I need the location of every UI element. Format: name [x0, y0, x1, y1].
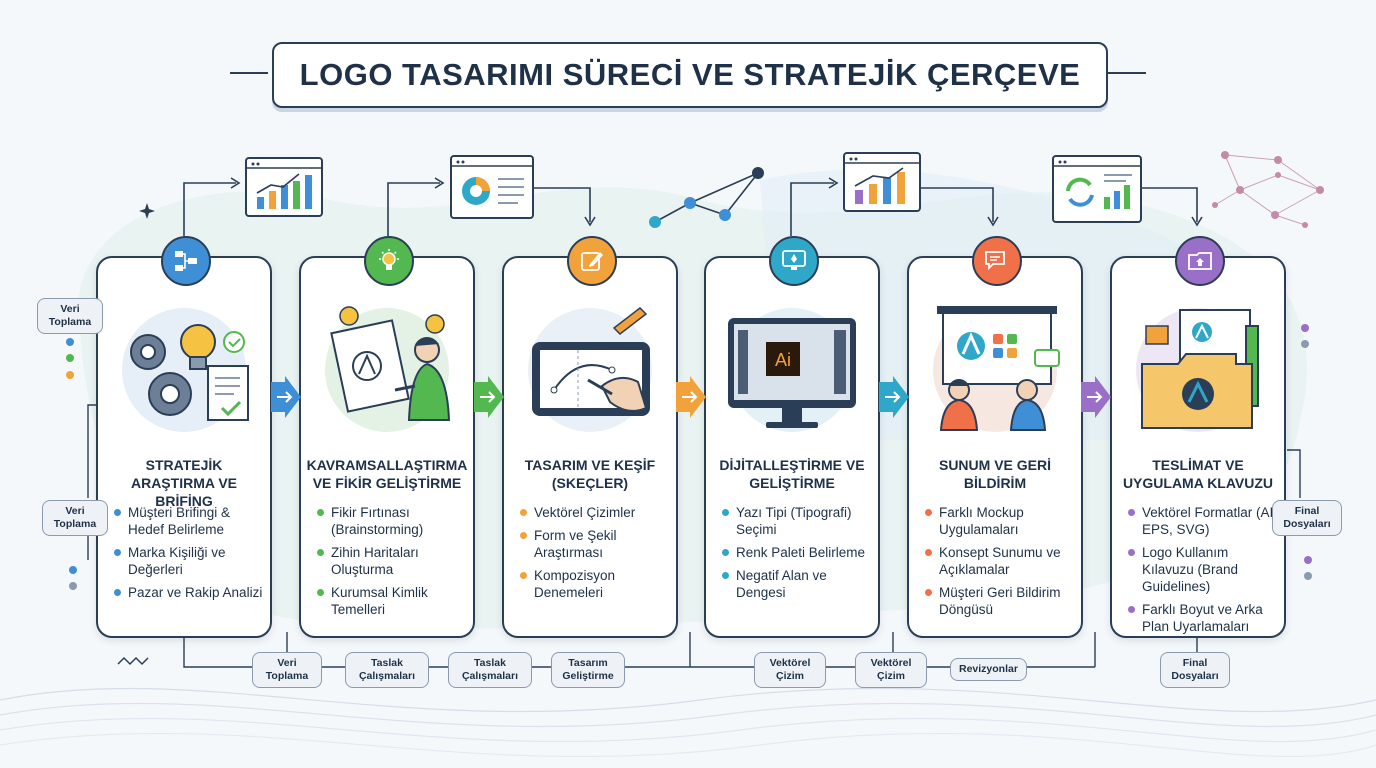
bottom-tag: Tasarım Geliştirme [551, 652, 625, 688]
list-item: Farklı Mockup Uygulamaları [919, 504, 1075, 538]
list-item: Kurumsal Kimlik Temelleri [311, 584, 467, 618]
list-item: Negatif Alan ve Dengesi [716, 567, 872, 601]
monitor-illustration: Ai [720, 290, 864, 440]
arrow-right-icon [676, 376, 706, 418]
lightbulb-icon [364, 236, 414, 286]
list-item: Konsept Sunumu ve Açıklamalar [919, 544, 1075, 578]
list-item: Yazı Tipi (Tipografi) Seçimi [716, 504, 872, 538]
step-title: STRATEJİK ARAŞTIRMA VE BRİFİNG [130, 457, 238, 509]
growth-chart-window-icon [843, 152, 921, 212]
list-item: Müşteri Brifingi & Hedef Belirleme [108, 504, 264, 538]
list-item: Farklı Boyut ve Arka Plan Uyarlamaları [1122, 601, 1278, 635]
list-item: Zihin Haritaları Oluşturma [311, 544, 467, 578]
arrow-right-icon [1081, 376, 1111, 418]
step-card-delivery: TESLİMAT VE UYGULAMA KLAVUZU Vektörel Fo… [1110, 256, 1286, 638]
list-item: Vektörel Formatlar (AI, EPS, SVG) [1122, 504, 1278, 538]
list-item: Müşteri Geri Bildirim Döngüsü [919, 584, 1075, 618]
flowchart-icon [161, 236, 211, 286]
bottom-tag: Vektörel Çizim [754, 652, 826, 688]
step-title: TESLİMAT VE UYGULAMA KLAVUZU [1122, 457, 1274, 491]
step-card-research: STRATEJİK ARAŞTIRMA VE BRİFİNG Müşteri B… [96, 256, 272, 638]
list-item: Fikir Fırtınası (Brainstorming) [311, 504, 467, 538]
list-item: Form ve Şekil Araştırması [514, 527, 670, 561]
list-item: Pazar ve Rakip Analizi [108, 584, 264, 601]
side-tag-data-collection: Veri Toplama [42, 500, 108, 536]
step-title: KAVRAMSALLAŞTIRMA VE FİKİR GELİŞTİRME [306, 457, 468, 491]
research-illustration [112, 290, 256, 440]
list-item: Marka Kişiliği ve Değerleri [108, 544, 264, 578]
step-card-digital: Ai DİJİTALLEŞTİRME VE GELİŞTİRME Yazı Ti… [704, 256, 880, 638]
side-tag-data-collection-top: Veri Toplama [37, 298, 103, 334]
list-item: Renk Paleti Belirleme [716, 544, 872, 561]
pencil-edit-icon [567, 236, 617, 286]
side-tag-final-files: Final Dosyaları [1272, 500, 1342, 536]
step-card-sketch: TASARIM VE KEŞİF (SKEÇLER) Vektörel Çizi… [502, 256, 678, 638]
monitor-pen-icon [769, 236, 819, 286]
tablet-sketch-illustration [518, 290, 662, 440]
step-item-list: Vektörel Formatlar (AI, EPS, SVG) Logo K… [1122, 504, 1278, 641]
folder-illustration [1126, 290, 1270, 440]
title-banner: LOGO TASARIMI SÜRECİ VE STRATEJİK ÇERÇEV… [272, 42, 1108, 108]
arrow-right-icon [271, 376, 301, 418]
ai-software-label: Ai [775, 350, 791, 370]
list-item: Logo Kullanım Kılavuzu (Brand Guidelines… [1122, 544, 1278, 595]
refresh-chart-window-icon [1052, 155, 1142, 223]
step-item-list: Farklı Mockup Uygulamaları Konsept Sunum… [919, 504, 1075, 624]
bottom-tag: Revizyonlar [950, 658, 1027, 681]
list-item: Vektörel Çizimler [514, 504, 670, 521]
list-item: Kompozisyon Denemeleri [514, 567, 670, 601]
bottom-tag: Vektörel Çizim [855, 652, 927, 688]
step-card-presentation: SUNUM VE GERİ BİLDİRİM Farklı Mockup Uyg… [907, 256, 1083, 638]
step-item-list: Yazı Tipi (Tipografi) Seçimi Renk Paleti… [716, 504, 872, 607]
arrow-right-icon [879, 376, 909, 418]
arrow-right-icon [474, 376, 504, 418]
bottom-tag: Taslak Çalışmaları [345, 652, 429, 688]
folder-icon [1175, 236, 1225, 286]
pie-chart-window-icon [450, 155, 534, 219]
brainstorm-illustration [315, 290, 459, 440]
step-item-list: Fikir Fırtınası (Brainstorming) Zihin Ha… [311, 504, 467, 624]
presentation-illustration [923, 290, 1067, 440]
step-title: SUNUM VE GERİ BİLDİRİM [938, 457, 1051, 491]
step-title: DİJİTALLEŞTİRME VE GELİŞTİRME [719, 457, 865, 491]
bottom-tag: Taslak Çalışmaları [448, 652, 532, 688]
chat-bubble-icon [972, 236, 1022, 286]
step-item-list: Vektörel Çizimler Form ve Şekil Araştırm… [514, 504, 670, 607]
step-item-list: Müşteri Brifingi & Hedef Belirleme Marka… [108, 504, 264, 607]
step-title: TASARIM VE KEŞİF (SKEÇLER) [524, 457, 656, 491]
bottom-tag: Veri Toplama [252, 652, 322, 688]
page-title: LOGO TASARIMI SÜRECİ VE STRATEJİK ÇERÇEV… [299, 57, 1081, 92]
bar-chart-window-icon [245, 157, 323, 217]
step-card-concept: KAVRAMSALLAŞTIRMA VE FİKİR GELİŞTİRME Fi… [299, 256, 475, 638]
bottom-tag: Final Dosyaları [1160, 652, 1230, 688]
